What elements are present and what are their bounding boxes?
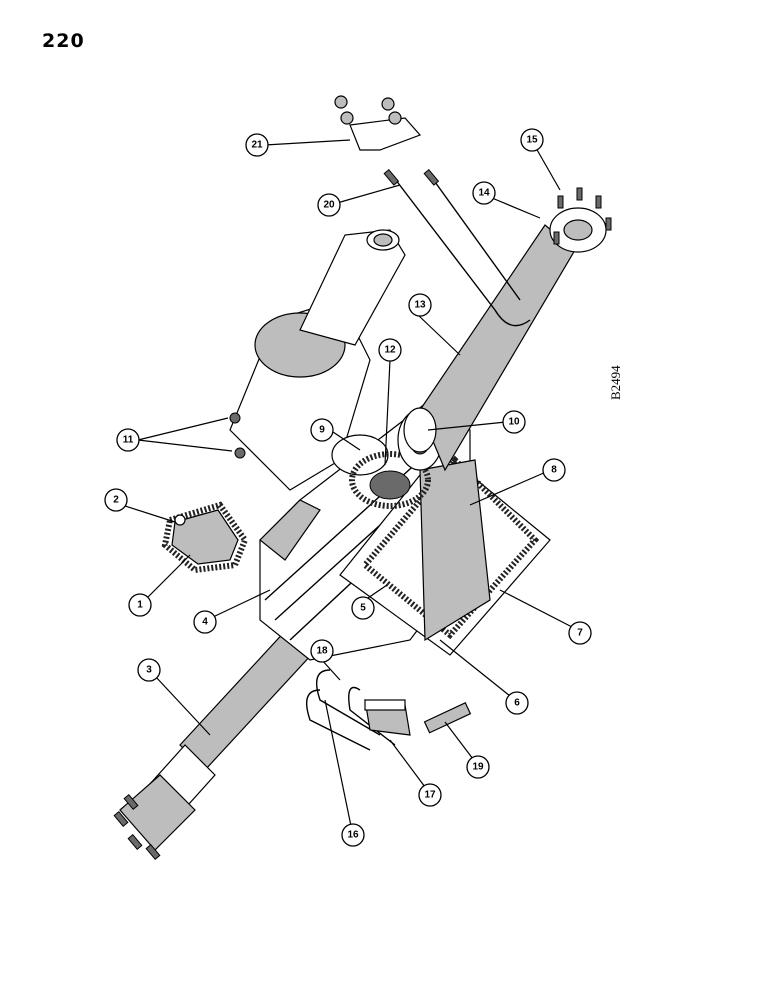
callout-6: 6 bbox=[505, 691, 529, 715]
callout-4-label: 4 bbox=[202, 617, 208, 628]
callout-1: 1 bbox=[128, 593, 152, 617]
callout-10: 10 bbox=[502, 410, 526, 434]
callout-3-label: 3 bbox=[146, 665, 152, 676]
callout-2-label: 2 bbox=[113, 495, 119, 506]
callout-13-label: 13 bbox=[414, 300, 426, 311]
callout-14-label: 14 bbox=[478, 188, 490, 199]
callout-11-label: 11 bbox=[123, 435, 134, 446]
callout-13: 13 bbox=[408, 293, 432, 317]
callout-18-label: 18 bbox=[316, 646, 328, 657]
callout-17-label: 17 bbox=[424, 790, 436, 801]
tube-flange bbox=[403, 407, 437, 453]
brace-rods bbox=[383, 169, 531, 327]
spacer-pin bbox=[423, 702, 472, 734]
callout-19-label: 19 bbox=[472, 762, 484, 773]
callout-12-label: 12 bbox=[384, 345, 396, 356]
callout-16-label: 16 bbox=[347, 830, 359, 841]
side-mount-plate bbox=[339, 449, 551, 656]
callout-14: 14 bbox=[472, 181, 496, 205]
inspection-cover-plate bbox=[161, 501, 249, 574]
callout-18: 18 bbox=[310, 639, 334, 663]
callout-9: 9 bbox=[310, 418, 334, 442]
callout-21-label: 21 bbox=[251, 140, 263, 151]
callout-1-label: 1 bbox=[137, 600, 143, 611]
callout-21: 21 bbox=[245, 133, 269, 157]
callout-12: 12 bbox=[378, 338, 402, 362]
right-flange-seal bbox=[331, 434, 431, 509]
callout-15: 15 bbox=[520, 128, 544, 152]
callout-20: 20 bbox=[317, 193, 341, 217]
callout-8: 8 bbox=[542, 458, 566, 482]
callout-9-label: 9 bbox=[319, 425, 325, 436]
callout-15-label: 15 bbox=[526, 135, 538, 146]
differential-carrier-nose bbox=[229, 229, 406, 491]
callout-7: 7 bbox=[568, 621, 592, 645]
callout-leaders bbox=[121, 139, 573, 827]
callout-4: 4 bbox=[193, 610, 217, 634]
callout-19: 19 bbox=[466, 755, 490, 779]
u-bolts-and-saddle bbox=[306, 669, 411, 751]
callout-5: 5 bbox=[351, 596, 375, 620]
page-number: 220 bbox=[42, 30, 85, 52]
callout-16: 16 bbox=[341, 823, 365, 847]
callout-10-label: 10 bbox=[508, 417, 520, 428]
callout-17: 17 bbox=[418, 783, 442, 807]
right-hub-flange bbox=[549, 187, 612, 253]
callout-11: 11 bbox=[116, 428, 140, 452]
callout-20-label: 20 bbox=[323, 200, 335, 211]
callout-5-label: 5 bbox=[360, 603, 366, 614]
callout-6-label: 6 bbox=[514, 698, 520, 709]
figure-code: B2494 bbox=[608, 365, 623, 400]
callout-2: 2 bbox=[104, 488, 128, 512]
left-axle-tube bbox=[113, 614, 326, 860]
callout-3: 3 bbox=[137, 658, 161, 682]
callout-8-label: 8 bbox=[551, 465, 557, 476]
callout-7-label: 7 bbox=[577, 628, 583, 639]
mounting-bracket bbox=[334, 95, 422, 151]
